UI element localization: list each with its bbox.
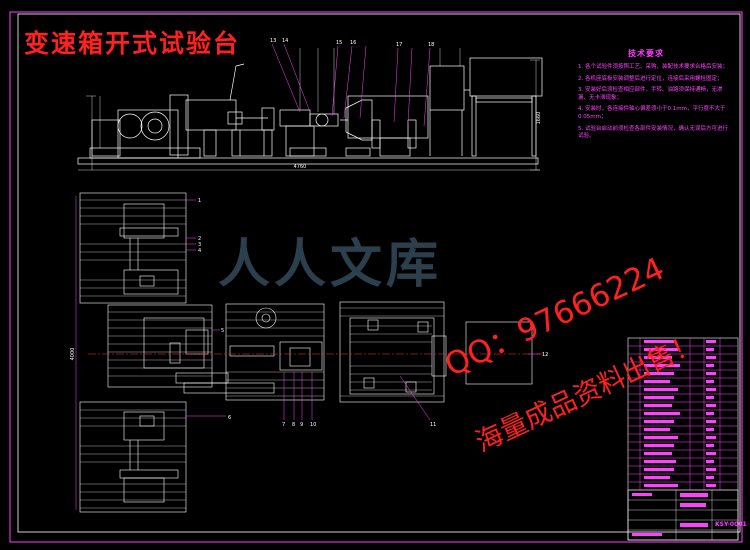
- part-number-label: 1: [198, 198, 201, 204]
- part-number-label: 4: [198, 248, 201, 254]
- brand-watermark: 人人文库: [218, 235, 443, 295]
- part-number-label: 11: [430, 422, 436, 428]
- elevation-leader-lines: [271, 43, 431, 127]
- part-number-label: 16: [350, 40, 356, 46]
- tech-requirement-item: 3. 安装好后须检查相应部件，手转、油路须保持通畅，无渗漏、无卡滞现象；: [578, 87, 723, 101]
- part-number-label: 15: [336, 40, 342, 46]
- part-number-label: 17: [396, 42, 402, 48]
- title-block: KSY-0001: [627, 489, 747, 541]
- dimension-plan-width: 4000: [70, 348, 76, 361]
- tech-requirement-item: 2. 各机座底板安装调整后进行定位，连接后采用螺栓固定；: [578, 75, 723, 82]
- part-number-label: 13: [270, 38, 276, 44]
- dimension-height: 1660: [536, 112, 542, 125]
- elevation-view: [77, 48, 543, 171]
- part-number-label: 9: [300, 422, 303, 428]
- tech-requirements-list: 1. 各个试验件须按照工艺、采购、装配技术要求合格后安装； 2. 各机座底板安装…: [578, 64, 730, 145]
- part-number-label: 6: [228, 415, 231, 421]
- tech-requirement-item: 5. 试验台启动前须检查各部件安装情况，确认无误后方可进行试验。: [578, 125, 728, 140]
- tech-requirements-heading: 技术要求: [628, 49, 664, 58]
- dimension-overall-length: 4760: [294, 164, 307, 170]
- part-number-label: 18: [428, 42, 434, 48]
- tech-requirement-item: 4. 安装时，各连接件轴心偏差须小于0.1mm，平行度不大于0.05mm；: [578, 106, 726, 120]
- part-number-label: 8: [292, 422, 295, 428]
- tech-requirement-item: 1. 各个试验件须按照工艺、采购、装配技术要求合格后安装；: [578, 64, 728, 70]
- bed-slot-hatching: [80, 199, 444, 509]
- part-number-label: 2: [198, 236, 201, 242]
- part-number-label: 7: [282, 422, 285, 428]
- part-number-label: 10: [310, 422, 316, 428]
- drawing-border-inner: [17, 13, 741, 533]
- drawing-number: KSY-0001: [715, 521, 747, 528]
- part-number-labels: 1 2 3 4 5 6 7 8 9 10 11 12 13 14 15 16 1…: [198, 38, 548, 428]
- part-number-label: 3: [198, 242, 201, 248]
- part-number-label: 14: [282, 38, 288, 44]
- part-number-label: 12: [542, 352, 548, 358]
- parts-list-table: [627, 337, 739, 541]
- plan-leader-lines: [75, 196, 540, 510]
- drawing-title: 变速箱开式试验台: [24, 29, 241, 58]
- part-number-label: 5: [221, 328, 224, 334]
- drawing-border-outer: [9, 11, 743, 543]
